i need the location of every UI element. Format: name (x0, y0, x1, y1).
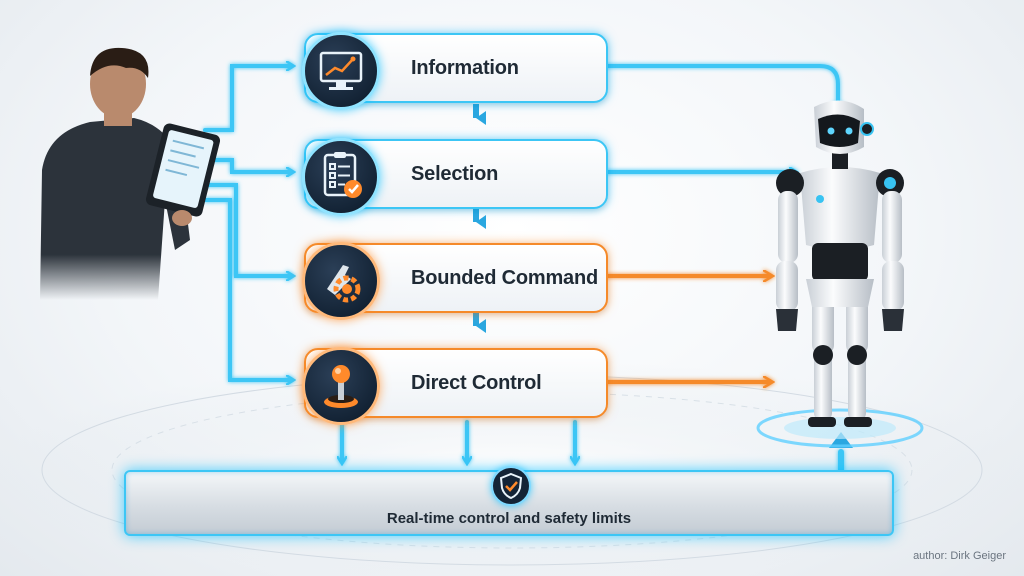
stage-selection: Selection (302, 138, 608, 216)
safety-layer-bar: Real-time control and safety limits (124, 466, 894, 536)
monitor-chart-icon (302, 32, 380, 110)
operator-with-tablet-icon (40, 47, 221, 300)
shield-check-icon (491, 466, 531, 506)
joystick-icon (302, 347, 380, 425)
stage-information: Information (302, 32, 608, 110)
stage-bounded-command: Bounded Command (302, 242, 608, 320)
gear-wrench-icon (302, 242, 380, 320)
checklist-icon (302, 138, 380, 216)
humanoid-robot-icon (756, 100, 924, 448)
stage-label: Bounded Command (411, 267, 598, 289)
stage-label: Direct Control (411, 372, 542, 394)
stage-label: Selection (411, 163, 499, 185)
author-credit: author: Dirk Geiger (913, 550, 1006, 562)
stage-label: Information (411, 57, 519, 79)
safety-layer-label: Real-time control and safety limits (386, 510, 632, 527)
stage-direct-control: Direct Control (302, 347, 608, 425)
